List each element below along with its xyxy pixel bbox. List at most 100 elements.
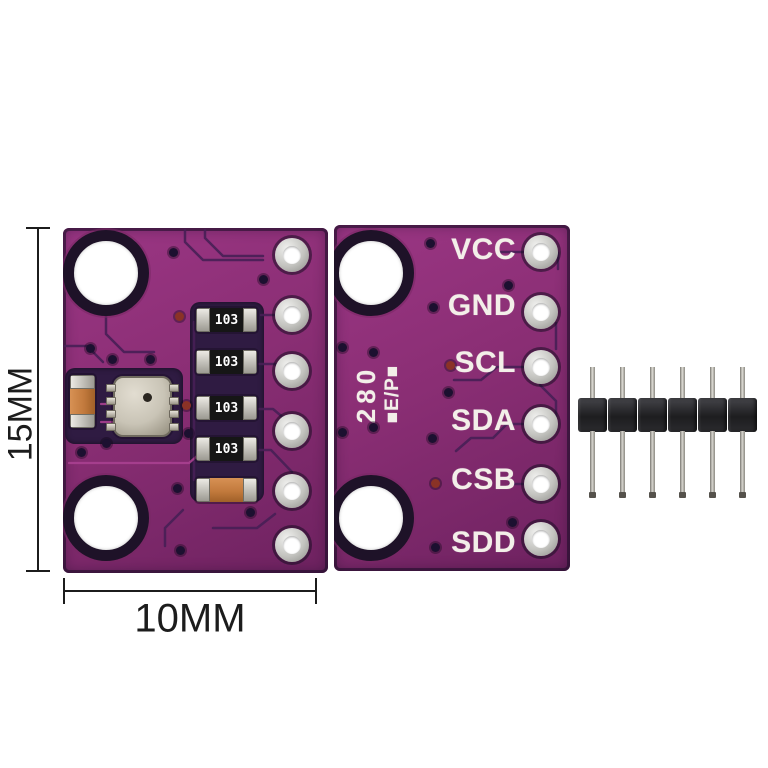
via — [182, 401, 191, 410]
pin-top — [710, 367, 715, 400]
via — [508, 518, 517, 527]
header-pin-3 — [638, 367, 668, 498]
pin-bottom — [619, 431, 626, 498]
pin-bottom — [589, 431, 596, 498]
width-dimension-label: 10MM — [134, 596, 246, 641]
resistor-label: 103 — [210, 437, 243, 461]
resistor-label: 103 — [210, 350, 243, 374]
resistor-label: 103 — [210, 396, 243, 420]
resistor-terminal — [196, 308, 210, 332]
sensor-leg — [169, 384, 179, 392]
silkscreen-ep: ■E/P■ — [382, 364, 404, 424]
resistor-terminal — [243, 437, 257, 461]
pin-label-scl: SCL — [454, 346, 516, 379]
sensor-vent-hole — [143, 393, 152, 402]
pin-bottom — [739, 431, 746, 498]
via — [108, 355, 117, 364]
width-dimension-line — [64, 590, 316, 592]
solder-pad-6 — [275, 528, 309, 562]
pressure-sensor-chip — [106, 376, 179, 437]
pin-pad-scl — [524, 350, 558, 384]
via — [429, 303, 438, 312]
pin-label-gnd: GND — [447, 289, 516, 322]
resistor-terminal — [196, 350, 210, 374]
sensor-leg — [169, 397, 179, 405]
sensor-leg — [106, 410, 116, 418]
width-dimension-tick-left — [63, 578, 65, 604]
via — [146, 355, 155, 364]
pin-top — [590, 367, 595, 400]
resistor-terminal — [196, 437, 210, 461]
pad-hole — [283, 246, 301, 264]
via — [428, 434, 437, 443]
mounting-hole-top-left — [63, 230, 149, 316]
via — [77, 448, 86, 457]
via — [338, 343, 347, 352]
pin-top — [620, 367, 625, 400]
pad-hole — [283, 482, 301, 500]
resistor-terminal — [243, 350, 257, 374]
pin-plastic-block — [698, 398, 727, 432]
resistor-terminal — [243, 396, 257, 420]
sensor-leg — [169, 410, 179, 418]
via — [175, 312, 184, 321]
pin-plastic-block — [668, 398, 697, 432]
resistor-4: 103 — [196, 437, 257, 461]
via — [431, 479, 440, 488]
solder-pad-2 — [275, 298, 309, 332]
header-pin-2 — [608, 367, 638, 498]
pad-hole — [532, 415, 550, 433]
capacitor-bottom — [196, 478, 257, 502]
capacitor-terminal — [70, 375, 95, 389]
capacitor-terminal — [70, 414, 95, 428]
via — [369, 423, 378, 432]
resistor-2: 103 — [196, 350, 257, 374]
pin-pad-sdd — [524, 522, 558, 556]
header-pin-1 — [578, 367, 608, 498]
pin-header — [578, 367, 758, 498]
pin-pad-vcc — [524, 235, 558, 269]
resistor-1: 103 — [196, 308, 257, 332]
mounting-hole-bottom-left — [63, 475, 149, 561]
sensor-leg — [106, 423, 116, 431]
height-dimension-tick-bottom — [26, 570, 50, 572]
height-dimension-line — [37, 228, 39, 572]
resistor-3: 103 — [196, 396, 257, 420]
via — [338, 428, 347, 437]
via — [259, 275, 268, 284]
pad-hole — [283, 362, 301, 380]
pcb-traces-back — [452, 239, 560, 486]
pin-label-csb: CSB — [451, 463, 516, 496]
pin-label-sdd: SDD — [451, 526, 516, 559]
height-dimension-tick-top — [26, 227, 50, 229]
pin-pad-sda — [524, 407, 558, 441]
via — [504, 281, 513, 290]
capacitor-terminal — [243, 478, 257, 502]
capacitor-body — [70, 389, 95, 414]
solder-pad-3 — [275, 354, 309, 388]
via — [444, 388, 453, 397]
pin-top — [680, 367, 685, 400]
via — [446, 361, 455, 370]
capacitor-terminal — [196, 478, 210, 502]
solder-pad-1 — [275, 238, 309, 272]
pin-plastic-block — [608, 398, 637, 432]
pad-hole — [283, 536, 301, 554]
pad-hole — [532, 530, 550, 548]
resistor-terminal — [196, 396, 210, 420]
pin-bottom — [649, 431, 656, 498]
pad-hole — [532, 243, 550, 261]
pad-hole — [532, 358, 550, 376]
pin-pad-gnd — [524, 295, 558, 329]
sensor-leg — [106, 397, 116, 405]
sensor-board-back: VCC GND SCL SDA CSB SDD 280 ■E/P■ — [334, 225, 570, 571]
mounting-hole-bottom-left — [334, 475, 414, 561]
resistor-terminal — [243, 308, 257, 332]
height-dimension-label: 15MM — [1, 366, 40, 462]
via — [431, 543, 440, 552]
via — [102, 439, 111, 448]
pin-label-sda: SDA — [451, 404, 516, 437]
pad-hole — [532, 303, 550, 321]
via — [176, 546, 185, 555]
sensor-leg — [169, 423, 179, 431]
